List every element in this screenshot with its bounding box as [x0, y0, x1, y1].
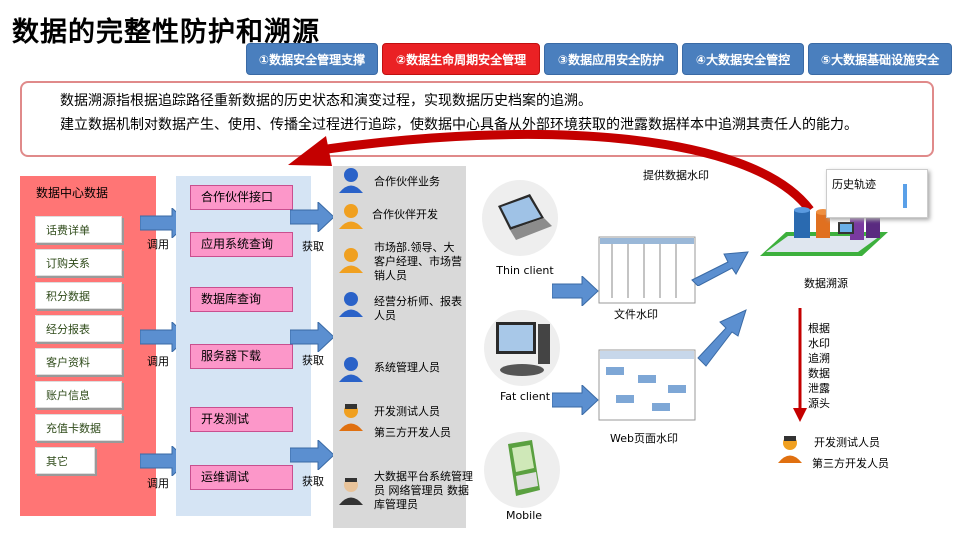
data-item: 订购关系	[35, 249, 122, 276]
data-item: 充值卡数据	[35, 414, 122, 441]
mobile-icon	[484, 432, 560, 508]
user-orange-icon	[339, 248, 363, 273]
person-label: 开发测试人员	[374, 405, 440, 418]
person-label: 第三方开发人员	[374, 426, 451, 439]
fetch-label: 获取	[302, 240, 324, 253]
right-arrow-icon	[552, 385, 599, 415]
right-arrow-icon	[290, 440, 335, 470]
result-person-label: 开发测试人员	[814, 436, 880, 449]
user-blue-icon	[339, 357, 363, 382]
data-item: 其它	[35, 447, 95, 474]
down-arrow-icon	[793, 308, 807, 422]
call-label: 调用	[147, 477, 169, 490]
trace-vertical-text: 根据水印追溯数据泄露源头	[808, 322, 830, 410]
mobile-label: Mobile	[505, 509, 543, 522]
web-page-watermark-icon	[598, 349, 696, 421]
person-label: 市场部.领导、大客户经理、市场营销人员	[374, 241, 462, 282]
curved-arrow-icon	[288, 129, 814, 213]
result-person-label: 第三方开发人员	[812, 457, 889, 470]
page-title: 数据的完整性防护和溯源	[12, 17, 320, 48]
person-label: 合作伙伴开发	[372, 208, 438, 221]
interface-item: 数据库查询	[190, 287, 293, 312]
fat-client-label: Fat client	[499, 390, 551, 403]
thin-client-icon	[482, 180, 558, 256]
thin-client-label: Thin client	[496, 264, 554, 277]
description-box: 数据溯源指根据追踪路径重新数据的历史状态和演变过程，实现数据历史档案的追溯。 建…	[20, 81, 934, 157]
right-arrow-icon	[552, 276, 599, 306]
data-item: 账户信息	[35, 381, 122, 408]
right-arrow-icon	[290, 322, 335, 352]
interface-item: 应用系统查询	[190, 232, 293, 257]
admin-icon	[339, 478, 363, 505]
right-arrow-icon	[290, 202, 335, 232]
history-trace-bar	[903, 184, 907, 208]
interface-item: 服务器下载	[190, 344, 293, 369]
data-item: 经分报表	[35, 315, 122, 342]
tab-data-security-management[interactable]: ①数据安全管理支撑	[246, 43, 378, 75]
developer-icon	[339, 404, 363, 431]
user-blue-icon	[339, 168, 363, 193]
description-paragraph-2: 建立数据机制对数据产生、使用、传播全过程进行追踪，使数据中心具备从外部环境获取的…	[60, 117, 858, 133]
person-label: 合作伙伴业务	[374, 175, 440, 188]
data-item: 客户资料	[35, 348, 122, 375]
data-item: 积分数据	[35, 282, 122, 309]
data-item: 话费详单	[35, 216, 122, 243]
data-source-label: 数据溯源	[804, 277, 848, 290]
person-label: 经营分析师、报表人员	[374, 295, 462, 322]
person-label: 大数据平台系统管理员 网络管理员 数据库管理员	[374, 470, 473, 511]
fat-client-icon	[484, 310, 560, 386]
up-right-arrow-icon	[691, 251, 749, 286]
interface-item: 运维调试	[190, 465, 293, 490]
tab-big-data-control[interactable]: ④大数据安全管控	[682, 43, 804, 75]
up-right-arrow-icon	[697, 309, 747, 367]
data-source-server-icon	[760, 202, 888, 256]
user-orange-icon	[339, 204, 363, 229]
provide-watermark-label: 提供数据水印	[643, 169, 709, 182]
file-watermark-label: 文件水印	[614, 308, 658, 321]
history-trace-box: 历史轨迹	[826, 169, 928, 218]
fetch-label: 获取	[302, 475, 324, 488]
tab-data-lifecycle-management[interactable]: ②数据生命周期安全管理	[382, 43, 540, 75]
data-center-title: 数据中心数据	[36, 186, 109, 200]
developer-icon	[778, 436, 802, 463]
call-label: 调用	[147, 355, 169, 368]
call-label: 调用	[147, 238, 169, 251]
user-blue-icon	[339, 292, 363, 317]
fetch-label: 获取	[302, 354, 324, 367]
person-label: 系统管理人员	[374, 361, 440, 374]
document-watermark-icon	[598, 236, 696, 304]
interface-item: 合作伙伴接口	[190, 185, 293, 210]
interface-item: 开发测试	[190, 407, 293, 432]
description-paragraph-1: 数据溯源指根据追踪路径重新数据的历史状态和演变过程，实现数据历史档案的追溯。	[60, 93, 592, 109]
tab-data-application-protection[interactable]: ③数据应用安全防护	[544, 43, 678, 75]
tab-big-data-infrastructure[interactable]: ⑤大数据基础设施安全	[808, 43, 952, 75]
web-watermark-label: Web页面水印	[610, 432, 678, 445]
